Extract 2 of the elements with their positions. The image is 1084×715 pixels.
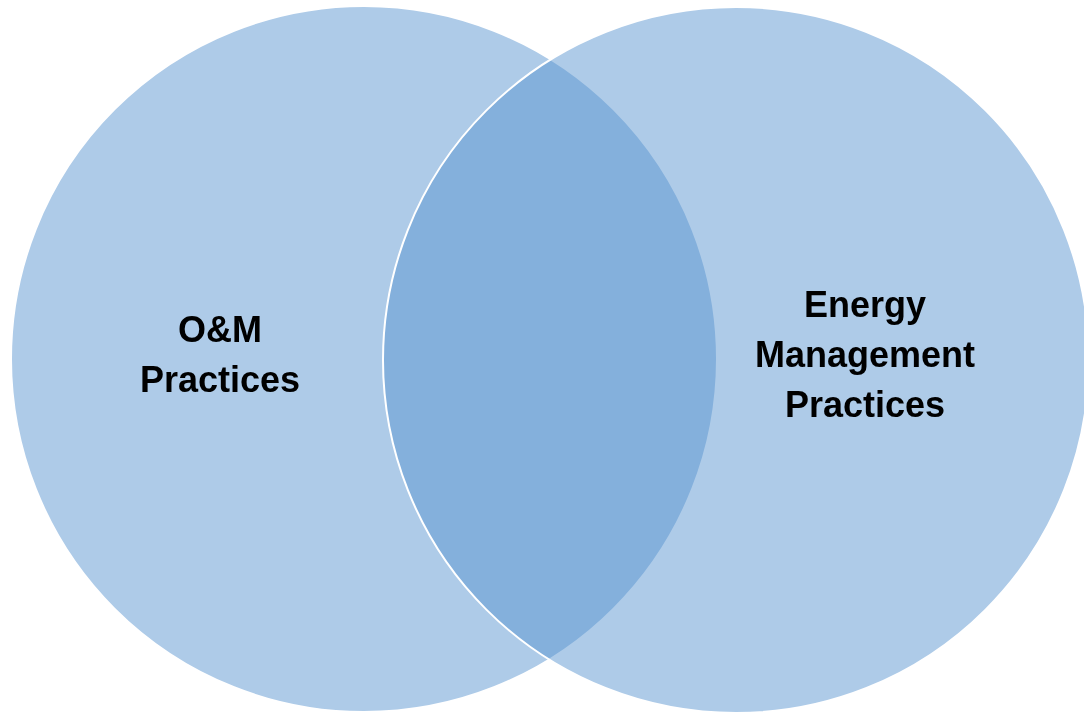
circle-label: O&M Practices: [138, 308, 302, 402]
circle-label: Energy Management Practices: [753, 283, 976, 427]
